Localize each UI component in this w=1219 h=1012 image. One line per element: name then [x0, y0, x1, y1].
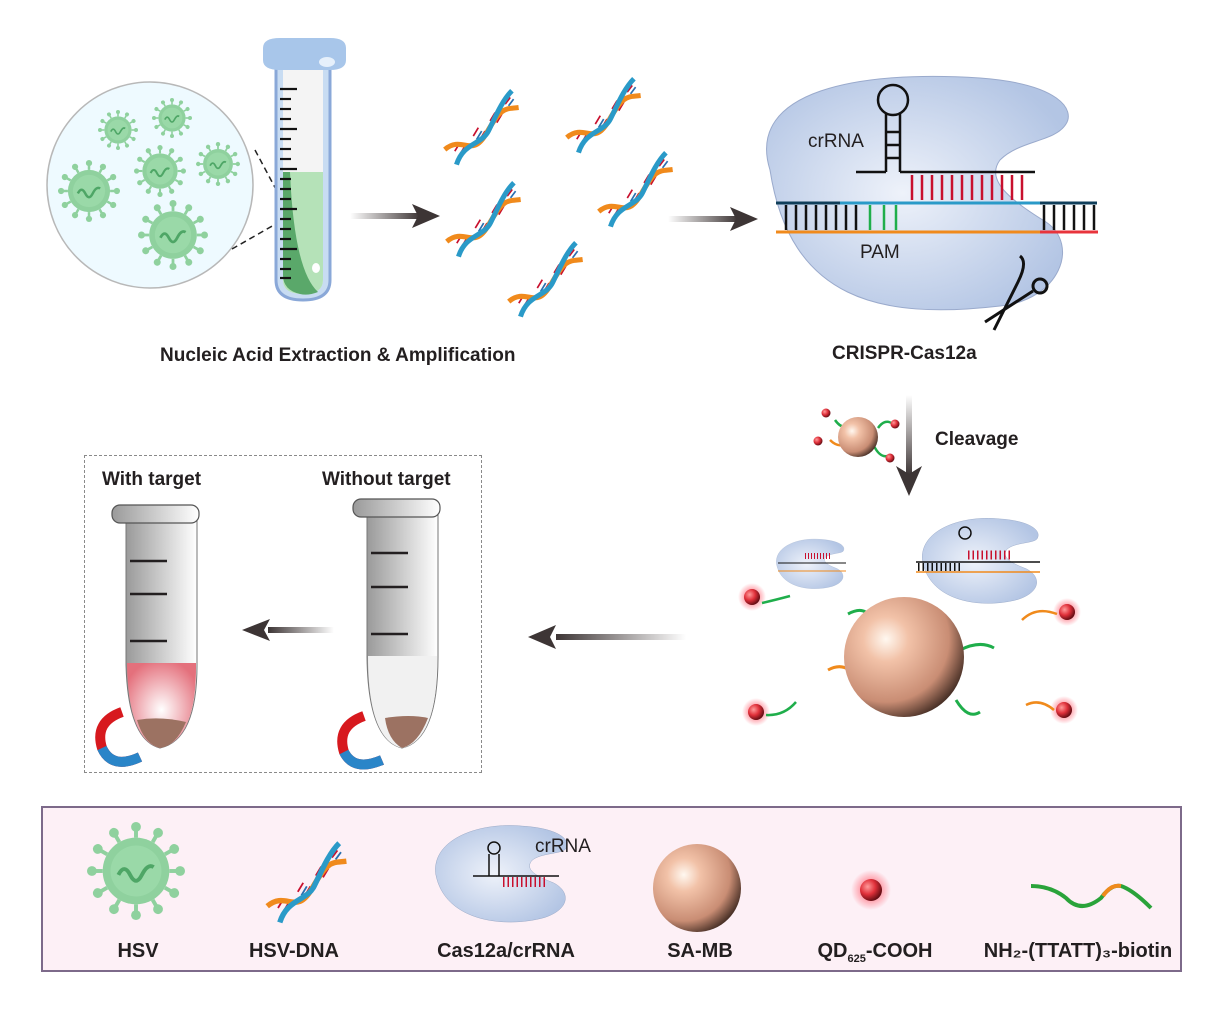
cas12a-complex-icon — [776, 538, 845, 589]
sample-test-tube — [263, 38, 346, 302]
quantum-dot-icon — [860, 879, 882, 901]
dna-helix-icon — [445, 91, 519, 165]
quantum-dot-icon — [748, 704, 764, 720]
tube-graduation-marks — [280, 87, 297, 280]
free-qd-reporters — [738, 583, 1081, 726]
mini-crrna — [473, 841, 559, 887]
cas12a-protein — [766, 75, 1069, 311]
scissors-icon — [984, 254, 1049, 331]
zoom-guide-line — [231, 224, 275, 250]
crrna-label: crRNA — [808, 131, 864, 152]
magnet-icon — [95, 707, 143, 767]
ssdna-reporter-icon — [1030, 883, 1153, 910]
pam-site — [868, 205, 898, 230]
quantum-dot-icon — [1056, 702, 1072, 718]
arrow-between-tubes — [242, 619, 334, 641]
magnetic-bead-icon — [844, 597, 964, 717]
legend-icons — [41, 806, 1153, 932]
qd-label-tail: -COOH — [865, 940, 933, 962]
legend-label-sa-mb: SA-MB — [667, 940, 733, 962]
tube-graduation-marks — [130, 559, 167, 643]
dna-helix-icon — [509, 243, 583, 317]
tube-without-target — [337, 498, 441, 770]
dna-helix-icon — [599, 153, 673, 227]
arrow-cleavage — [896, 395, 922, 496]
legend-panel: HSV HSV-DNA Cas12a/crRNA crRNA SA-MB QD6… — [41, 806, 1182, 972]
quantum-dot-icon — [744, 589, 760, 605]
crispr-cas12a-complex — [766, 75, 1098, 331]
cleavage-label: Cleavage — [935, 429, 1019, 450]
legend-label-qd: QD625-COOH — [805, 940, 945, 965]
crrna-target-pairing — [910, 175, 1024, 200]
pam-label: PAM — [860, 242, 900, 263]
without-target-label: Without target — [322, 469, 451, 490]
quantum-dot-icon — [813, 436, 823, 446]
quantum-dot-icon — [1059, 604, 1075, 620]
mini-dna — [778, 553, 846, 572]
bead-qd-conjugate — [813, 408, 900, 463]
separation-result-box — [84, 455, 482, 773]
cleaved-state — [738, 518, 1081, 726]
dna-helix-icon — [567, 79, 641, 153]
legend-label-hsv-dna: HSV-DNA — [248, 940, 339, 962]
tube-with-target — [95, 504, 200, 767]
qd-label-sub: 625 — [847, 953, 866, 965]
legend-label-reporter: NH₂-(TTATT)₃-biotin — [983, 940, 1173, 962]
arrow-to-amplification — [350, 204, 440, 228]
sample-magnified-view — [46, 81, 280, 289]
magnetic-bead-icon — [653, 844, 741, 932]
magnetic-bead-icon — [838, 417, 878, 457]
arrow-to-separation — [528, 625, 686, 649]
crrna-hairpin — [856, 83, 1035, 174]
dna-base-pairs — [784, 205, 1096, 230]
dna-helix-icon — [267, 843, 346, 922]
with-target-label: With target — [102, 469, 202, 490]
virus-icon — [87, 822, 185, 920]
crispr-label: CRISPR-Cas12a — [832, 343, 977, 364]
amplified-dna-group — [445, 79, 673, 317]
legend-crrna-label: crRNA — [535, 836, 591, 857]
extraction-label: Nucleic Acid Extraction & Amplification — [160, 345, 516, 366]
magnet-icon — [337, 711, 384, 770]
arrow-to-crispr — [668, 207, 758, 231]
quantum-dot-icon — [890, 419, 900, 429]
dna-helix-icon — [447, 183, 521, 257]
quantum-dot-icon — [885, 453, 895, 463]
quantum-dot-icon — [821, 408, 831, 418]
mini-dna — [916, 526, 1040, 573]
legend-label-hsv: HSV — [117, 940, 159, 962]
tube-graduation-marks — [371, 551, 408, 636]
cas12a-complex-icon — [922, 518, 1039, 604]
legend-label-cas12a: Cas12a/crRNA — [437, 940, 575, 962]
qd-label-main: QD — [817, 940, 848, 962]
